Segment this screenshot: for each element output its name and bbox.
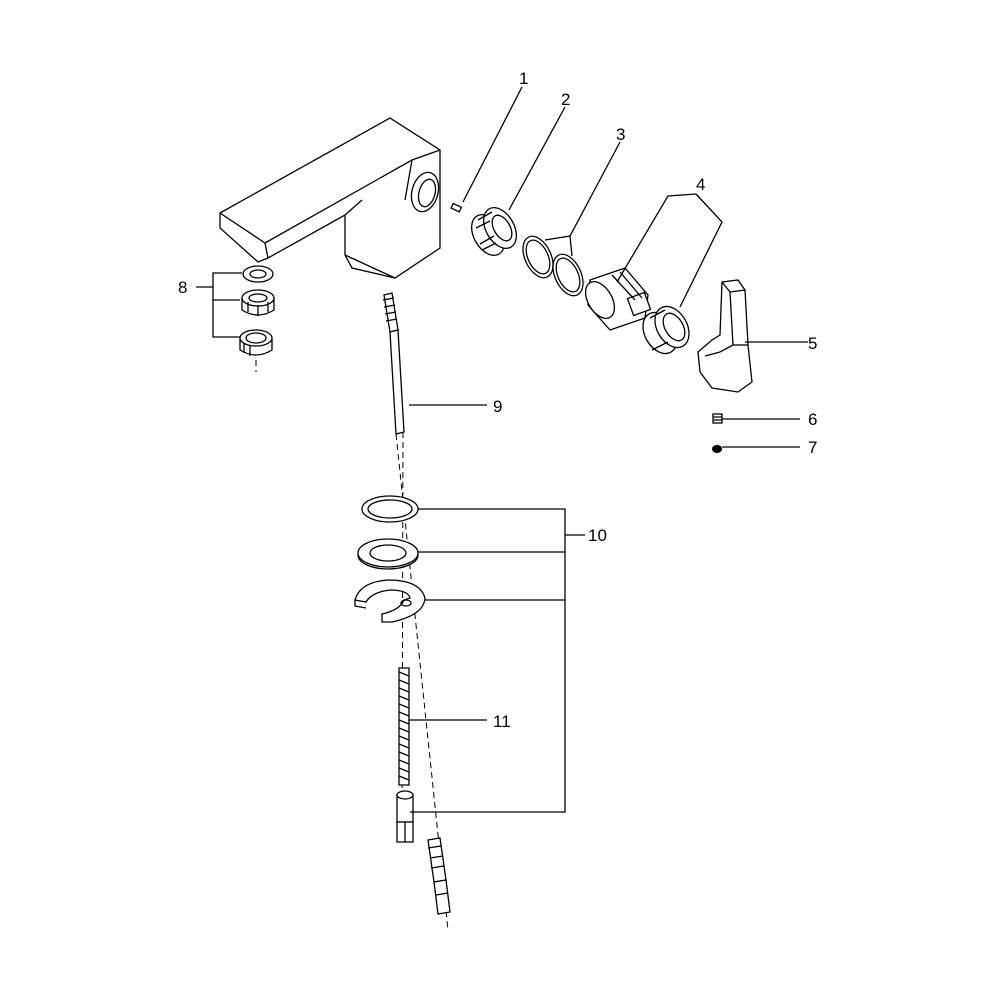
faucet-body <box>219 117 441 279</box>
part-6-set-screw <box>712 413 723 424</box>
label-4: 4 <box>696 175 705 194</box>
part-1-pin <box>450 202 463 213</box>
label-10: 10 <box>588 526 607 545</box>
label-7: 7 <box>808 438 817 457</box>
label-11: 11 <box>493 712 511 731</box>
part-5-lever-handle <box>697 279 753 393</box>
label-8: 8 <box>178 278 187 297</box>
part-3-o-rings <box>522 235 584 297</box>
part-11-threaded-rod <box>396 667 414 843</box>
leader-lines <box>196 86 808 813</box>
label-2: 2 <box>561 90 570 109</box>
label-9: 9 <box>493 397 502 416</box>
part-10-washer-set <box>354 495 426 623</box>
label-6: 6 <box>808 410 817 429</box>
part-8-aerator-assembly <box>239 265 275 372</box>
label-3: 3 <box>616 125 625 144</box>
part-7-cover-cap <box>712 445 722 453</box>
label-1: 1 <box>519 69 528 88</box>
label-5: 5 <box>808 334 817 353</box>
part-2-threaded-ring <box>470 207 518 256</box>
part-4-cartridge-and-nut <box>584 267 690 355</box>
